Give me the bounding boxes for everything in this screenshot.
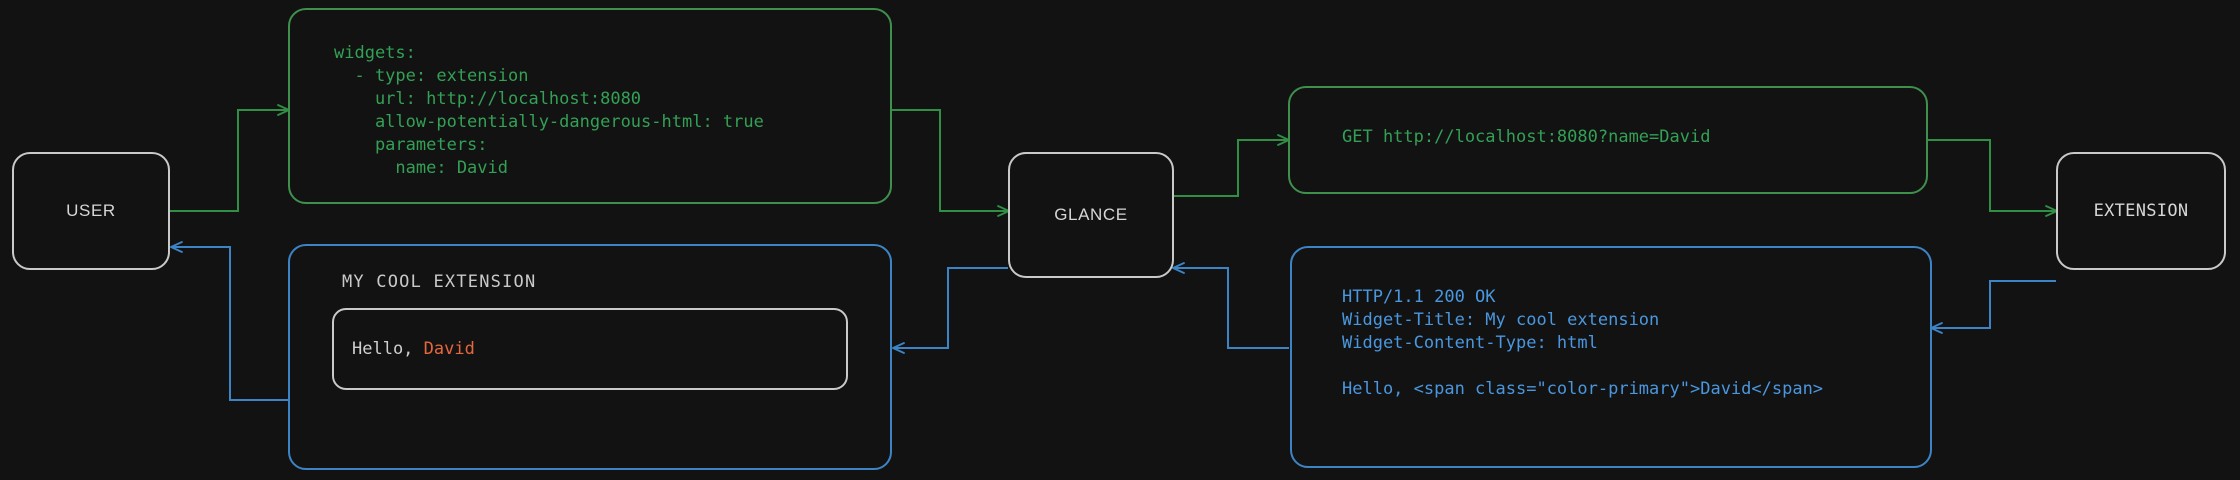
connector-request-to-extension xyxy=(1928,139,2058,217)
config-yaml-code: widgets: - type: extension url: http://l… xyxy=(334,43,764,178)
connector-user-to-config xyxy=(170,104,290,212)
http-request-code: GET http://localhost:8080?name=David xyxy=(1342,127,1711,147)
panel-http-request[interactable]: GET http://localhost:8080?name=David xyxy=(1288,86,1928,194)
connector-extension-to-response xyxy=(1930,280,2056,334)
connector-config-to-glance xyxy=(892,109,1010,217)
rendered-widget-title: MY COOL EXTENSION xyxy=(342,272,537,292)
rendered-widget-name: David xyxy=(423,339,475,359)
rendered-widget-body: Hello, David xyxy=(332,308,848,390)
panel-http-response[interactable]: HTTP/1.1 200 OK Widget-Title: My cool ex… xyxy=(1290,246,1932,468)
panel-config-yaml[interactable]: widgets: - type: extension url: http://l… xyxy=(288,8,892,204)
node-glance-label: GLANCE xyxy=(1054,205,1128,224)
connector-widget-to-user xyxy=(170,241,288,401)
connector-glance-to-widget xyxy=(892,267,1008,354)
node-user-label: USER xyxy=(66,201,116,220)
node-glance[interactable]: GLANCE xyxy=(1008,152,1174,278)
panel-rendered-widget[interactable]: MY COOL EXTENSION Hello, David xyxy=(288,244,892,470)
connector-response-to-glance xyxy=(1172,262,1289,349)
connector-glance-to-request xyxy=(1174,134,1290,197)
rendered-widget-greeting: Hello, xyxy=(352,339,424,359)
node-extension[interactable]: EXTENSION xyxy=(2056,152,2226,270)
node-user[interactable]: USER xyxy=(12,152,170,270)
http-response-code: HTTP/1.1 200 OK Widget-Title: My cool ex… xyxy=(1342,287,1824,399)
node-extension-label: EXTENSION xyxy=(2093,201,2189,221)
